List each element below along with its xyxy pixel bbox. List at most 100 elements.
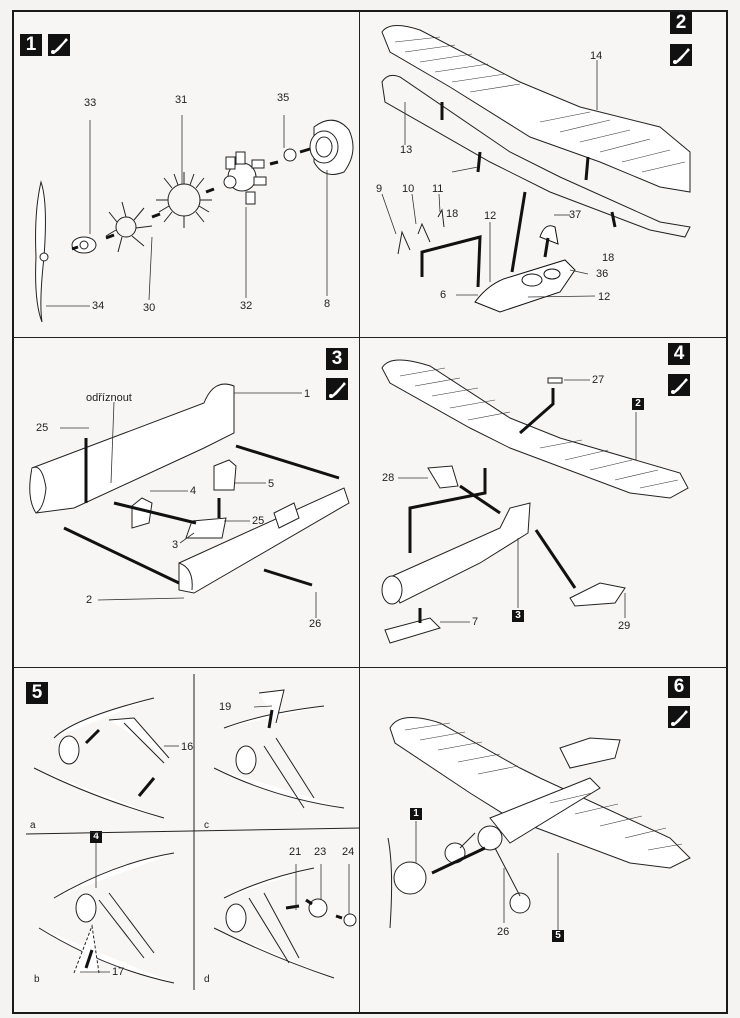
wing-assembly-drawing [381, 25, 691, 313]
step-number: 2 [670, 12, 692, 34]
part-label: 35 [277, 92, 290, 104]
part-label: 19 [219, 701, 232, 713]
lower-wing [381, 74, 691, 238]
tail [559, 737, 621, 769]
part-label: 21 [289, 846, 302, 858]
undercarriage-part-7 [384, 617, 441, 644]
engine-propeller-unit [387, 837, 427, 929]
fuselage-right-half [178, 487, 350, 594]
annotation-cut-off: odříznout [86, 392, 132, 404]
main-wing [381, 359, 689, 499]
part-label: 13 [400, 144, 413, 156]
step-4-panel: 4 2 3 [360, 338, 726, 668]
subpanel-d-drawing [213, 867, 357, 979]
part-label: 3 [172, 539, 179, 551]
part-label: 12 [484, 210, 497, 222]
step-6-panel: 6 1 5 [360, 668, 726, 1012]
part-label: 29 [618, 620, 631, 632]
part-label: 32 [240, 300, 253, 312]
wheel [509, 892, 531, 914]
assembly-arrows [408, 388, 577, 623]
engine-assembly-drawing [35, 115, 354, 323]
upper-wing [381, 25, 691, 193]
hub-cap-24 [343, 913, 357, 927]
step-2-panel: 2 [360, 12, 726, 338]
step-3-panel: 3 [14, 338, 360, 668]
part-label: 25 [36, 422, 49, 434]
step-5-panel: 5 4 [14, 668, 361, 1012]
subpanel-letter: b [34, 974, 40, 985]
part-label: 8 [324, 298, 331, 310]
windscreen [539, 225, 559, 245]
reference-step-4: 4 [90, 831, 102, 843]
part-label: 18 [602, 252, 615, 264]
assembly-arrows [420, 102, 617, 288]
wing-fuselage-assembly-drawing [381, 359, 689, 644]
part-label: 4 [190, 485, 197, 497]
glue-tube-icon [670, 44, 692, 66]
part-label: 30 [143, 302, 156, 314]
glue-tube-icon [668, 706, 690, 728]
part-label: 6 [440, 289, 447, 301]
wing-ribs [394, 36, 686, 173]
tailplane-29 [569, 582, 626, 607]
part-27 [547, 377, 563, 384]
subpanel-letter: c [204, 820, 209, 831]
part-label: 18 [446, 208, 459, 220]
part-label: 14 [590, 50, 603, 62]
subpanel-b-drawing [38, 852, 175, 984]
propeller [35, 180, 49, 323]
part-label: 17 [112, 966, 125, 978]
part-label: 24 [342, 846, 355, 858]
part-label: 26 [309, 618, 322, 630]
fuselage [381, 502, 531, 605]
undercarriage-assembly-drawings [25, 674, 361, 990]
subpanel-c-drawing [213, 689, 345, 809]
final-assembly-drawing [387, 717, 691, 930]
step-number: 3 [326, 348, 348, 370]
fuselage-assembly-drawing [29, 383, 350, 618]
part-label: 37 [569, 209, 582, 221]
fuselage-section [474, 225, 576, 313]
step-number: 6 [668, 676, 690, 698]
tailplane-28 [427, 465, 459, 489]
part-label: 25 [252, 515, 265, 527]
propeller-hub [71, 236, 97, 254]
reference-step-3: 3 [512, 610, 524, 622]
glue-tube-icon [48, 34, 70, 56]
part-label: 23 [314, 846, 327, 858]
part-label: 1 [304, 388, 311, 400]
step-number: 5 [26, 682, 48, 704]
instruction-sheet: 1 [12, 10, 728, 1014]
engine-bush [283, 148, 297, 162]
exhaust-ring [105, 201, 153, 253]
cylinder-ring [156, 172, 212, 228]
assembly-arrows [71, 147, 311, 251]
wheel-23 [308, 898, 328, 918]
seats [131, 459, 237, 529]
reference-step-1: 1 [410, 808, 422, 820]
glue-tube-icon [668, 374, 690, 396]
fuselage-left-half [29, 383, 235, 514]
part-label: 16 [181, 741, 194, 753]
part-label: 33 [84, 97, 97, 109]
part-label: 31 [175, 94, 188, 106]
subpanel-dividers [25, 674, 361, 990]
reference-step-2: 2 [632, 398, 644, 410]
part-label: 26 [497, 926, 510, 938]
radial-engine [223, 151, 267, 205]
part-label: 9 [376, 183, 383, 195]
subpanel-a-drawing [33, 697, 170, 819]
part-label: 12 [598, 291, 611, 303]
part-label: 2 [86, 594, 93, 606]
struts-9-10-11 [397, 208, 445, 255]
engine-cowling [309, 119, 354, 175]
reference-step-5: 5 [552, 930, 564, 942]
part-label: 36 [596, 268, 609, 280]
part-label: 28 [382, 472, 395, 484]
step-number: 4 [668, 343, 690, 365]
step-1-panel: 1 [14, 12, 360, 338]
subpanel-letter: a [30, 820, 36, 831]
step-number: 1 [20, 34, 42, 56]
part-label: 5 [268, 478, 275, 490]
